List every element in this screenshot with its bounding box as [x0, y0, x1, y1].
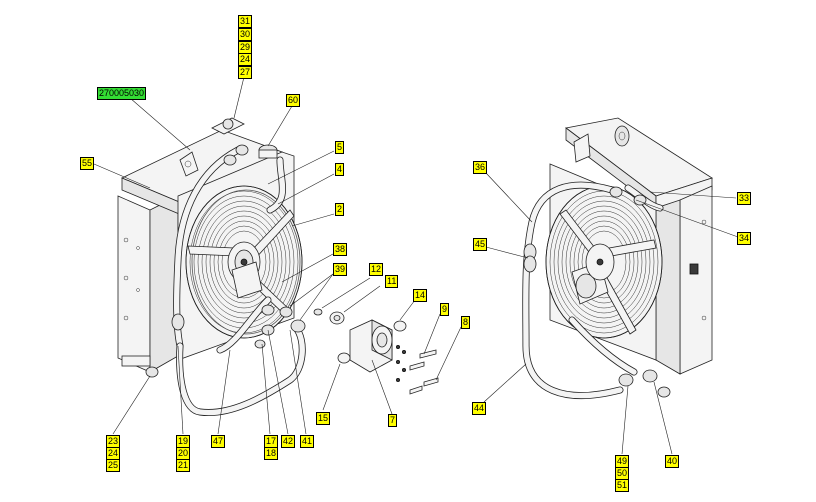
callout-34[interactable]: 34: [737, 232, 752, 245]
callout-15[interactable]: 15: [316, 412, 331, 425]
callout-38[interactable]: 38: [333, 243, 348, 256]
callout-36[interactable]: 36: [473, 161, 488, 174]
left-radiator-assembly: [117, 117, 306, 417]
callout-45[interactable]: 45: [473, 238, 488, 251]
callout-11[interactable]: 11: [385, 275, 399, 288]
callout-12[interactable]: 12: [369, 263, 384, 276]
callout-39[interactable]: 39: [333, 263, 348, 276]
callout-24-top[interactable]: 24: [238, 53, 253, 66]
callout-19[interactable]: 19: [176, 435, 191, 448]
callout-25[interactable]: 25: [106, 459, 121, 472]
callout-18[interactable]: 18: [264, 447, 279, 460]
callout-40[interactable]: 40: [665, 455, 680, 468]
callout-60[interactable]: 60: [286, 94, 301, 107]
callout-47[interactable]: 47: [211, 435, 226, 448]
callout-41[interactable]: 41: [300, 435, 315, 448]
callout-33[interactable]: 33: [737, 192, 752, 205]
callout-5[interactable]: 5: [335, 141, 345, 154]
callout-29[interactable]: 29: [238, 41, 253, 54]
callout-51[interactable]: 51: [615, 479, 630, 492]
callout-17[interactable]: 17: [264, 435, 279, 448]
leader-lines: [93, 76, 739, 455]
callout-2[interactable]: 2: [335, 203, 345, 216]
callout-55[interactable]: 55: [80, 157, 95, 170]
callout-9[interactable]: 9: [440, 303, 450, 316]
callout-42[interactable]: 42: [281, 435, 296, 448]
callout-27[interactable]: 27: [238, 66, 253, 79]
callout-7[interactable]: 7: [388, 414, 398, 427]
callout-21[interactable]: 21: [176, 459, 191, 472]
callout-14[interactable]: 14: [413, 289, 428, 302]
callout-31[interactable]: 31: [238, 15, 253, 28]
callout-8[interactable]: 8: [461, 316, 471, 329]
callout-4[interactable]: 4: [335, 163, 345, 176]
callout-44[interactable]: 44: [472, 402, 487, 415]
callout-assembly-number[interactable]: 270005030: [97, 87, 147, 100]
right-radiator-assembly: [522, 117, 713, 399]
callout-30[interactable]: 30: [238, 28, 253, 41]
callout-50[interactable]: 50: [615, 467, 630, 480]
pump-exploded-parts: [313, 308, 439, 395]
